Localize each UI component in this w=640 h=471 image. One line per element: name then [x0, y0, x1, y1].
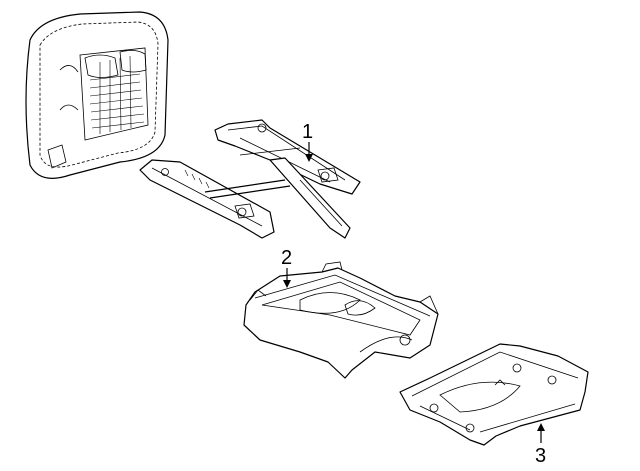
callout-2-arrowhead	[283, 280, 291, 288]
callout-2-label: 2	[281, 247, 292, 269]
seat-riser-cover	[399, 343, 589, 446]
callout-3: 3	[535, 423, 546, 467]
seat-cushion-frame	[25, 11, 169, 179]
callout-3-label: 3	[535, 445, 546, 467]
callout-3-arrowhead	[537, 423, 545, 431]
callout-1-label: 1	[302, 121, 313, 143]
seat-adjuster-track-assembly	[139, 119, 361, 239]
callout-1: 1	[302, 121, 313, 162]
seat-frame	[243, 261, 439, 379]
callout-2: 2	[281, 247, 292, 288]
callout-1-arrowhead	[305, 154, 313, 162]
